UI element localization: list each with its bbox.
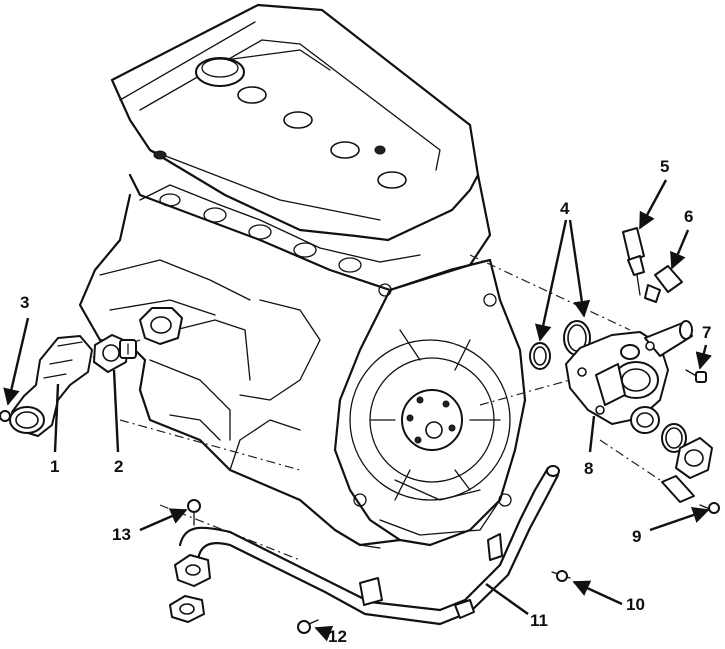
pointer-3 xyxy=(3,317,30,406)
thermostat xyxy=(93,334,137,373)
callout-12: 12 xyxy=(328,627,347,646)
pointer-6 xyxy=(670,229,690,270)
part-6-sensor xyxy=(644,265,683,303)
callout-8: 8 xyxy=(584,459,593,478)
pointer-1 xyxy=(53,383,60,453)
callout-7: 7 xyxy=(702,323,711,342)
part-12-bolt xyxy=(297,619,319,634)
callout-2: 2 xyxy=(114,457,123,476)
callout-1: 1 xyxy=(50,457,59,476)
part-10-bolt xyxy=(551,570,571,582)
pointer-12 xyxy=(314,625,334,642)
o-rings xyxy=(529,320,687,453)
pointer-8 xyxy=(588,415,596,453)
callout-3: 3 xyxy=(20,293,29,312)
pointer-7 xyxy=(695,344,712,370)
part-5-sensor xyxy=(622,227,645,296)
alignment-lines xyxy=(44,254,661,561)
part-3-nut xyxy=(0,410,11,422)
part-7-bolt xyxy=(685,369,707,383)
engine-block xyxy=(78,3,527,549)
callout-13: 13 xyxy=(112,525,131,544)
callout-4: 4 xyxy=(560,199,570,218)
callout-6: 6 xyxy=(684,207,693,226)
pointer-4b xyxy=(568,219,591,318)
part-9-bolt xyxy=(699,502,720,514)
pointer-2 xyxy=(112,369,120,453)
pointer-4a xyxy=(534,219,568,342)
callout-labels: 3 1 2 4 5 6 7 8 9 10 11 12 13 xyxy=(20,157,711,646)
callout-9: 9 xyxy=(632,527,641,546)
part-13-nut xyxy=(187,499,201,526)
pointer-13 xyxy=(139,508,188,532)
water-outlet-elbow xyxy=(9,335,93,437)
pointer-9 xyxy=(649,506,710,532)
callout-pointers xyxy=(3,179,712,642)
callout-5: 5 xyxy=(660,157,669,176)
callout-11: 11 xyxy=(530,611,548,630)
pointer-5 xyxy=(638,179,668,230)
water-bypass-pipe xyxy=(169,465,560,626)
thermostat-housing xyxy=(565,320,713,503)
pointer-11 xyxy=(485,583,529,615)
pointer-10 xyxy=(572,580,623,606)
callout-10: 10 xyxy=(626,595,645,614)
